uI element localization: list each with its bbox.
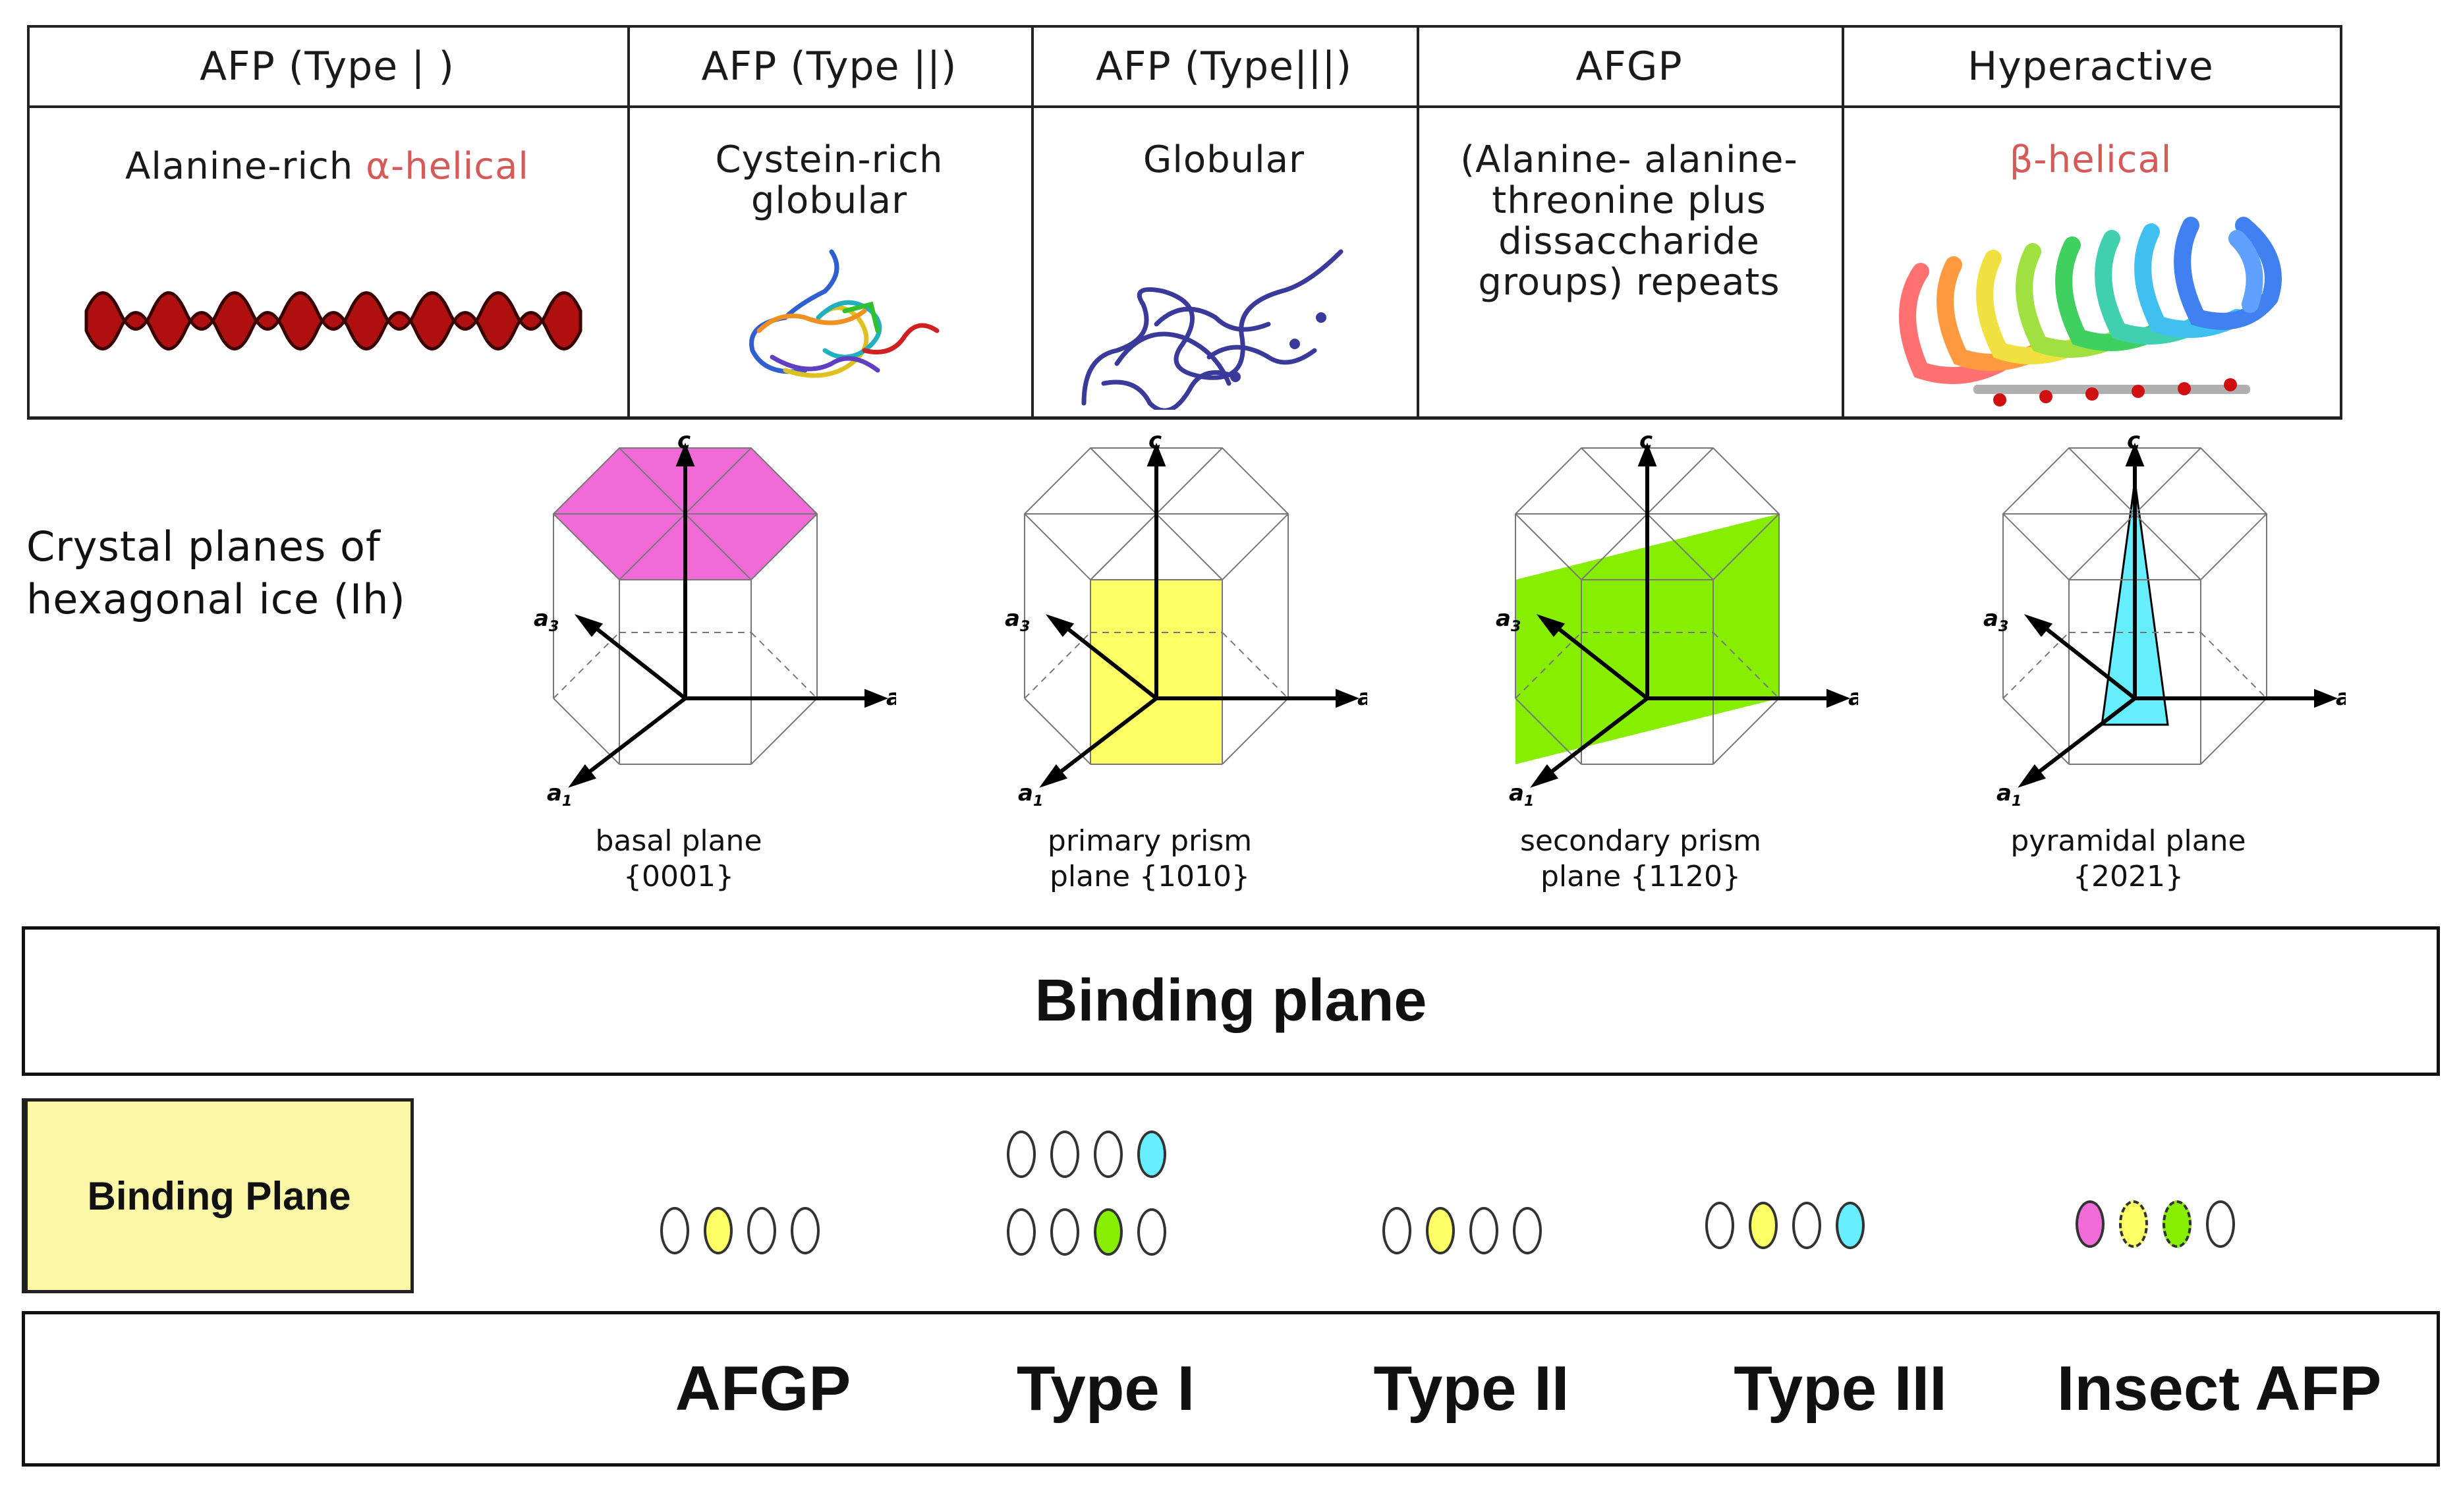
a2-axis-label: a2 [1848, 685, 1858, 714]
afgp-column: AFGP (Alanine- alanine- threonine plus d… [1417, 28, 1842, 416]
caption-line: secondary prism [1519, 824, 1762, 858]
caption-line: basal plane [595, 824, 762, 858]
primary-prism-plane-diagram: c a2 a1 a3 [1005, 435, 1367, 810]
plane-marker-basal [2076, 1200, 2105, 1248]
table-divider [1842, 28, 1844, 416]
a3-axis-label: a3 [1496, 605, 1521, 635]
caption-line: plane {1010} [1049, 860, 1251, 893]
table-border-left [27, 28, 30, 416]
a1-axis-label: a1 [1509, 780, 1534, 810]
caption-line: primary prism [1047, 824, 1253, 858]
a2-axis-label: a2 [886, 685, 896, 714]
plane-marker-empty [1007, 1131, 1036, 1178]
plane-marker-empty [791, 1207, 820, 1254]
afp-type-3-column: AFP (Type|||) Globular [1031, 28, 1417, 416]
plane-marker-empty [747, 1207, 776, 1254]
table-border-right [2340, 28, 2342, 416]
afp-name-type-3: Type III [1734, 1353, 1947, 1424]
hyperactive-description: β-helical [1842, 140, 2340, 181]
plane-marker-primary-prism [1426, 1207, 1455, 1254]
basal-plane-caption: basal plane {0001} [481, 824, 876, 895]
table-divider [1417, 28, 1419, 416]
plane-marker-empty [1705, 1202, 1734, 1249]
binding-plane-title: Binding plane [22, 926, 2440, 1076]
plane-marker-pyramidal [1836, 1202, 1865, 1249]
primary-prism-caption: primary prism plane {1010} [952, 824, 1347, 895]
hyperactive-desc-accent: β-helical [2009, 138, 2172, 181]
plane-marker-empty [1094, 1131, 1123, 1178]
a1-axis-label: a1 [547, 780, 572, 810]
plane-marker-empty [1050, 1208, 1079, 1256]
globular-protein-structure-icon [749, 249, 940, 378]
caption-line: pyramidal plane [2010, 824, 2246, 858]
afp-name-insect: Insect AFP [2056, 1353, 2382, 1424]
afp-names-row: AFGP Type I Type II Type III Insect AFP [22, 1311, 2440, 1467]
plane-marker-empty [1469, 1207, 1498, 1254]
globular-protein-structure-icon [1081, 249, 1344, 410]
table-divider [627, 28, 630, 416]
plane-marker-empty [660, 1207, 689, 1254]
afp-type-1-header: AFP (Type | ) [27, 28, 627, 108]
c-axis-label: c [1148, 435, 1162, 454]
plane-marker-secondary-prism [2163, 1200, 2192, 1248]
afgp-header: AFGP [1417, 28, 1842, 108]
binding-plane-legend: Binding Plane [22, 1098, 414, 1293]
caption-line: {2021} [2073, 860, 2184, 893]
plane-marker-empty [1137, 1208, 1166, 1256]
plane-marker-empty [1792, 1202, 1821, 1249]
plane-marker-secondary-prism [1094, 1208, 1123, 1256]
plane-marker-empty [1513, 1207, 1542, 1254]
table-divider [1031, 28, 1034, 416]
alpha-helix-structure-icon [84, 291, 582, 350]
pyramidal-plane-diagram: c a2 a1 a3 [1983, 435, 2346, 810]
a3-axis-label: a3 [1005, 605, 1030, 635]
a3-axis-label: a3 [534, 605, 559, 635]
afp-name-type-1: Type I [1016, 1353, 1195, 1424]
plane-marker-empty [2206, 1200, 2235, 1248]
hyperactive-header: Hyperactive [1842, 28, 2340, 108]
a1-axis-label: a1 [1996, 780, 2022, 810]
secondary-prism-plane-diagram: c a2 a1 a3 [1496, 435, 1858, 810]
plane-marker-primary-prism [1749, 1202, 1778, 1249]
caption-line: {0001} [623, 860, 734, 893]
afp-type-2-header: AFP (Type ||) [627, 28, 1031, 108]
plane-marker-empty [1007, 1208, 1036, 1256]
afp-type-3-header: AFP (Type|||) [1031, 28, 1417, 108]
a1-axis-label: a1 [1018, 780, 1043, 810]
afp-type-table: AFP (Type | ) Alanine-rich α-helical AFP… [27, 25, 2342, 420]
afp-type-2-description: Cystein-rich globular [715, 138, 944, 222]
plane-marker-primary-prism [704, 1207, 733, 1254]
c-axis-label: c [2127, 435, 2140, 454]
a2-axis-label: a2 [1357, 685, 1367, 714]
afp-name-afgp: AFGP [675, 1353, 851, 1424]
plane-marker-empty [1382, 1207, 1411, 1254]
plane-marker-primary-prism [2119, 1200, 2148, 1248]
afp-type-1-column: AFP (Type | ) Alanine-rich α-helical [27, 28, 627, 416]
c-axis-label: c [677, 435, 691, 454]
secondary-prism-caption: secondary prism plane {1120} [1443, 824, 1838, 895]
afgp-description: (Alanine- alanine- threonine plus dissac… [1460, 138, 1798, 304]
a3-axis-label: a3 [1983, 605, 2008, 635]
plane-marker-empty [1050, 1131, 1079, 1178]
afp-type-1-desc-text: Alanine-rich [125, 145, 354, 188]
basal-plane-diagram: c a2 a1 a3 [534, 435, 896, 810]
pyramidal-plane-caption: pyramidal plane {2021} [1931, 824, 2326, 895]
afp-type-3-description: Globular [1143, 138, 1305, 181]
plane-marker-pyramidal [1137, 1131, 1166, 1178]
a2-axis-label: a2 [2336, 685, 2346, 714]
beta-helix-structure-icon [1899, 217, 2282, 406]
caption-line: plane {1120} [1540, 860, 1741, 893]
crystal-planes-heading: Crystal planes of hexagonal ice (Ih) [26, 522, 406, 623]
afp-name-type-2: Type II [1373, 1353, 1570, 1424]
afp-type-1-description: Alanine-rich α-helical [27, 146, 627, 187]
c-axis-label: c [1639, 435, 1653, 454]
afp-type-2-column: AFP (Type ||) Cystein-rich globular [627, 28, 1031, 416]
hyperactive-column: Hyperactive β-helical [1842, 28, 2340, 416]
afp-type-1-desc-accent: α-helical [366, 145, 529, 188]
